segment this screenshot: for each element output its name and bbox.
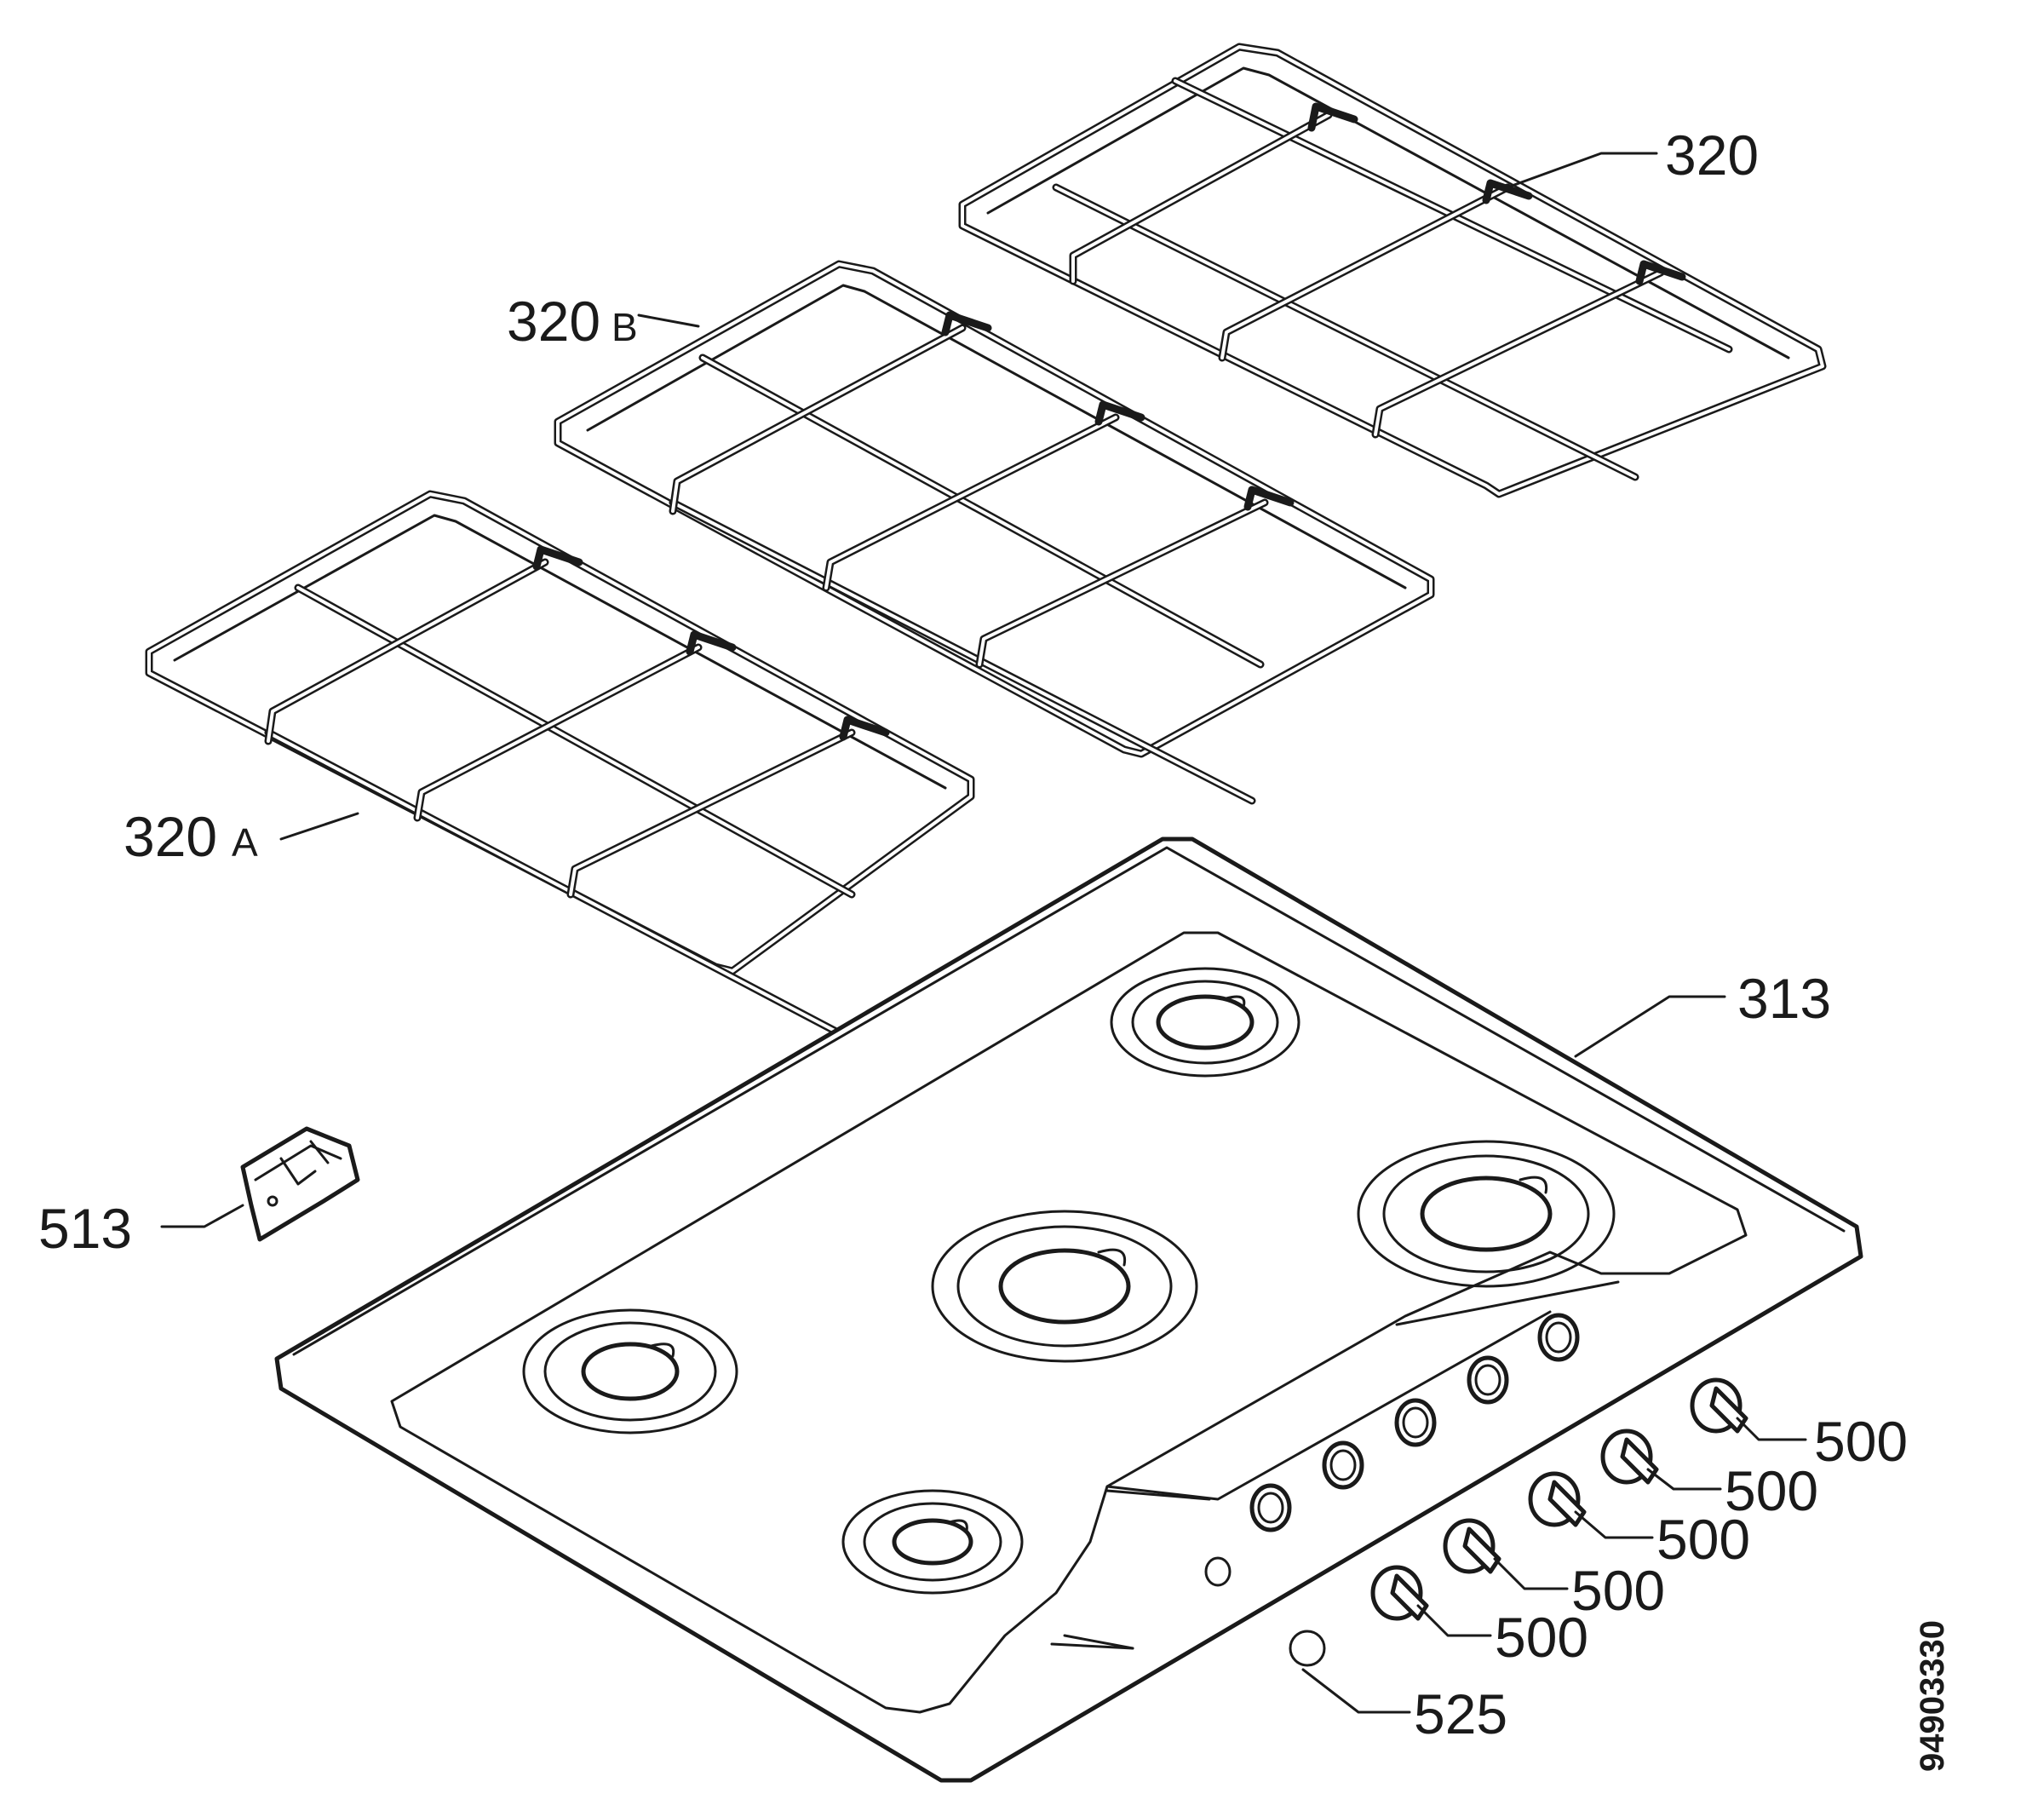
knob-1	[1690, 1377, 1748, 1434]
knob-3	[1528, 1471, 1587, 1527]
label-320b-number: 320	[507, 290, 600, 353]
label-500-knob-3: 500	[1656, 1508, 1750, 1571]
knob-2	[1600, 1429, 1659, 1485]
document-number: 94903330	[1914, 1620, 1951, 1772]
label-320b-letter: B	[611, 305, 638, 349]
burner-front	[841, 1489, 1024, 1595]
label-500-knob-5: 500	[1495, 1606, 1588, 1669]
control-knobs-500	[1370, 1377, 1748, 1621]
burner-center	[931, 1210, 1198, 1363]
label-500-knob-4: 500	[1571, 1559, 1665, 1622]
fixing-clip-513	[240, 1126, 360, 1242]
hob-top-313	[274, 837, 1863, 1783]
knob-5	[1370, 1565, 1429, 1621]
label-500-knob-2: 500	[1725, 1459, 1818, 1522]
part-labels: 320 320 B 320 A 313 513 500 500 500 500 …	[38, 124, 1908, 1745]
label-500-knob-1: 500	[1814, 1410, 1908, 1473]
pan-support-grid-320a	[145, 490, 975, 1035]
label-513: 513	[38, 1197, 132, 1260]
label-320: 320	[1665, 124, 1759, 187]
burner-left	[522, 1308, 738, 1434]
burner-rear	[1110, 967, 1300, 1078]
knob-holes	[1204, 1313, 1580, 1587]
leader-lines	[160, 152, 1807, 1714]
label-320a-number: 320	[123, 805, 217, 868]
label-525: 525	[1414, 1682, 1507, 1745]
burner-right-large	[1357, 1140, 1616, 1288]
label-313: 313	[1737, 967, 1831, 1030]
pan-support-grid-320	[958, 43, 1827, 498]
knob-4	[1443, 1518, 1501, 1574]
label-320a-letter: A	[232, 820, 258, 865]
ignition-button-525	[1289, 1630, 1326, 1667]
pan-support-grid-320b	[554, 260, 1435, 805]
